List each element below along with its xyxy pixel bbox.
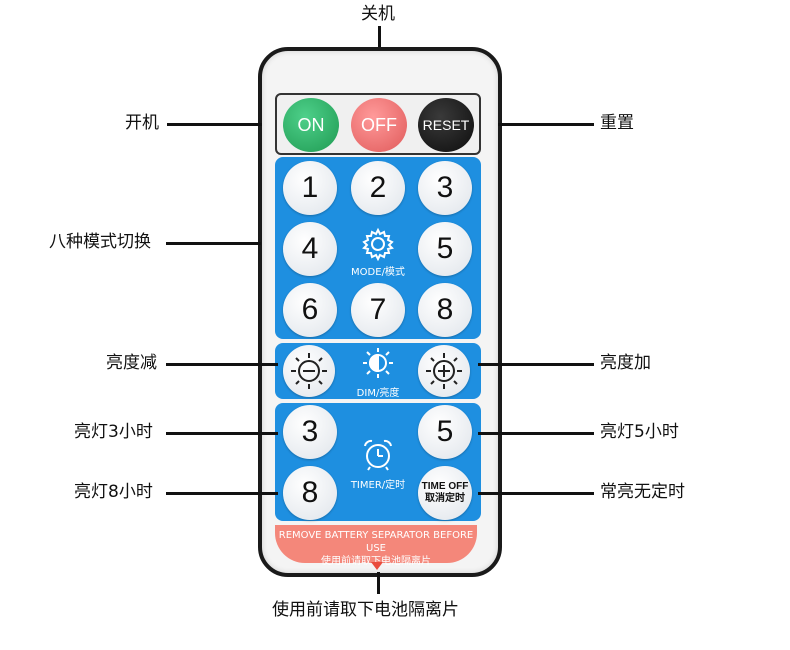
off-button[interactable]: OFF [351, 98, 407, 152]
pointer-line-power-off [378, 26, 381, 48]
down-arrow-icon [371, 562, 383, 570]
brightness-icon [363, 348, 393, 378]
mode-button-8[interactable]: 8 [418, 283, 472, 337]
on-button[interactable]: ON [283, 98, 339, 152]
label-modes: 八种模式切换 [49, 232, 151, 252]
brightness-plus-icon [426, 353, 462, 389]
label-timer-off: 常亮无定时 [600, 482, 685, 502]
label-dim-up: 亮度加 [600, 353, 651, 373]
dim-label: DIM/亮度 [356, 388, 400, 399]
pointer-line-timer-off [478, 492, 594, 495]
pointer-line-separator [377, 572, 380, 594]
label-dim-down: 亮度减 [106, 353, 157, 373]
separator-text-cn: 使用前请取下电池隔离片 [321, 556, 431, 567]
label-reset: 重置 [600, 113, 634, 133]
mode-button-4[interactable]: 4 [283, 222, 337, 276]
time-off-button[interactable]: TIME OFF 取消定时 [418, 466, 472, 520]
battery-separator-tab[interactable]: REMOVE BATTERY SEPARATOR BEFORE USE 使用前请… [275, 525, 477, 567]
mode-button-7[interactable]: 7 [351, 283, 405, 337]
separator-text-en: REMOVE BATTERY SEPARATOR BEFORE USE [278, 530, 474, 554]
dim-up-button[interactable] [418, 345, 470, 397]
brightness-minus-icon [291, 353, 327, 389]
timer-3-button[interactable]: 3 [283, 405, 337, 459]
time-off-line2: 取消定时 [425, 493, 465, 504]
pointer-line-reset [498, 123, 594, 126]
label-timer-5h: 亮灯5小时 [600, 422, 679, 442]
pointer-line-timer-8h [166, 492, 278, 495]
pointer-line-dim-up [478, 363, 594, 366]
pointer-line-timer-5h [478, 432, 594, 435]
gear-icon [362, 227, 394, 262]
label-timer-3h: 亮灯3小时 [74, 422, 153, 442]
mode-label: MODE/模式 [351, 267, 405, 278]
mode-button-5[interactable]: 5 [418, 222, 472, 276]
label-remove-separator: 使用前请取下电池隔离片 [272, 600, 459, 620]
alarm-clock-icon [364, 439, 392, 471]
pointer-line-modes [166, 242, 261, 245]
mode-button-2[interactable]: 2 [351, 161, 405, 215]
timer-label: TIMER/定时 [350, 480, 406, 491]
timer-8-button[interactable]: 8 [283, 466, 337, 520]
mode-button-3[interactable]: 3 [418, 161, 472, 215]
pointer-line-dim-down [166, 363, 278, 366]
time-off-line1: TIME OFF [421, 481, 469, 492]
label-power-on: 开机 [125, 113, 159, 133]
pointer-line-power-on [167, 123, 262, 126]
reset-button[interactable]: RESET [418, 98, 474, 152]
pointer-line-timer-3h [166, 432, 278, 435]
timer-5-button[interactable]: 5 [418, 405, 472, 459]
mode-button-6[interactable]: 6 [283, 283, 337, 337]
label-power-off: 关机 [361, 4, 395, 24]
dim-down-button[interactable] [283, 345, 335, 397]
mode-button-1[interactable]: 1 [283, 161, 337, 215]
label-timer-8h: 亮灯8小时 [74, 482, 153, 502]
